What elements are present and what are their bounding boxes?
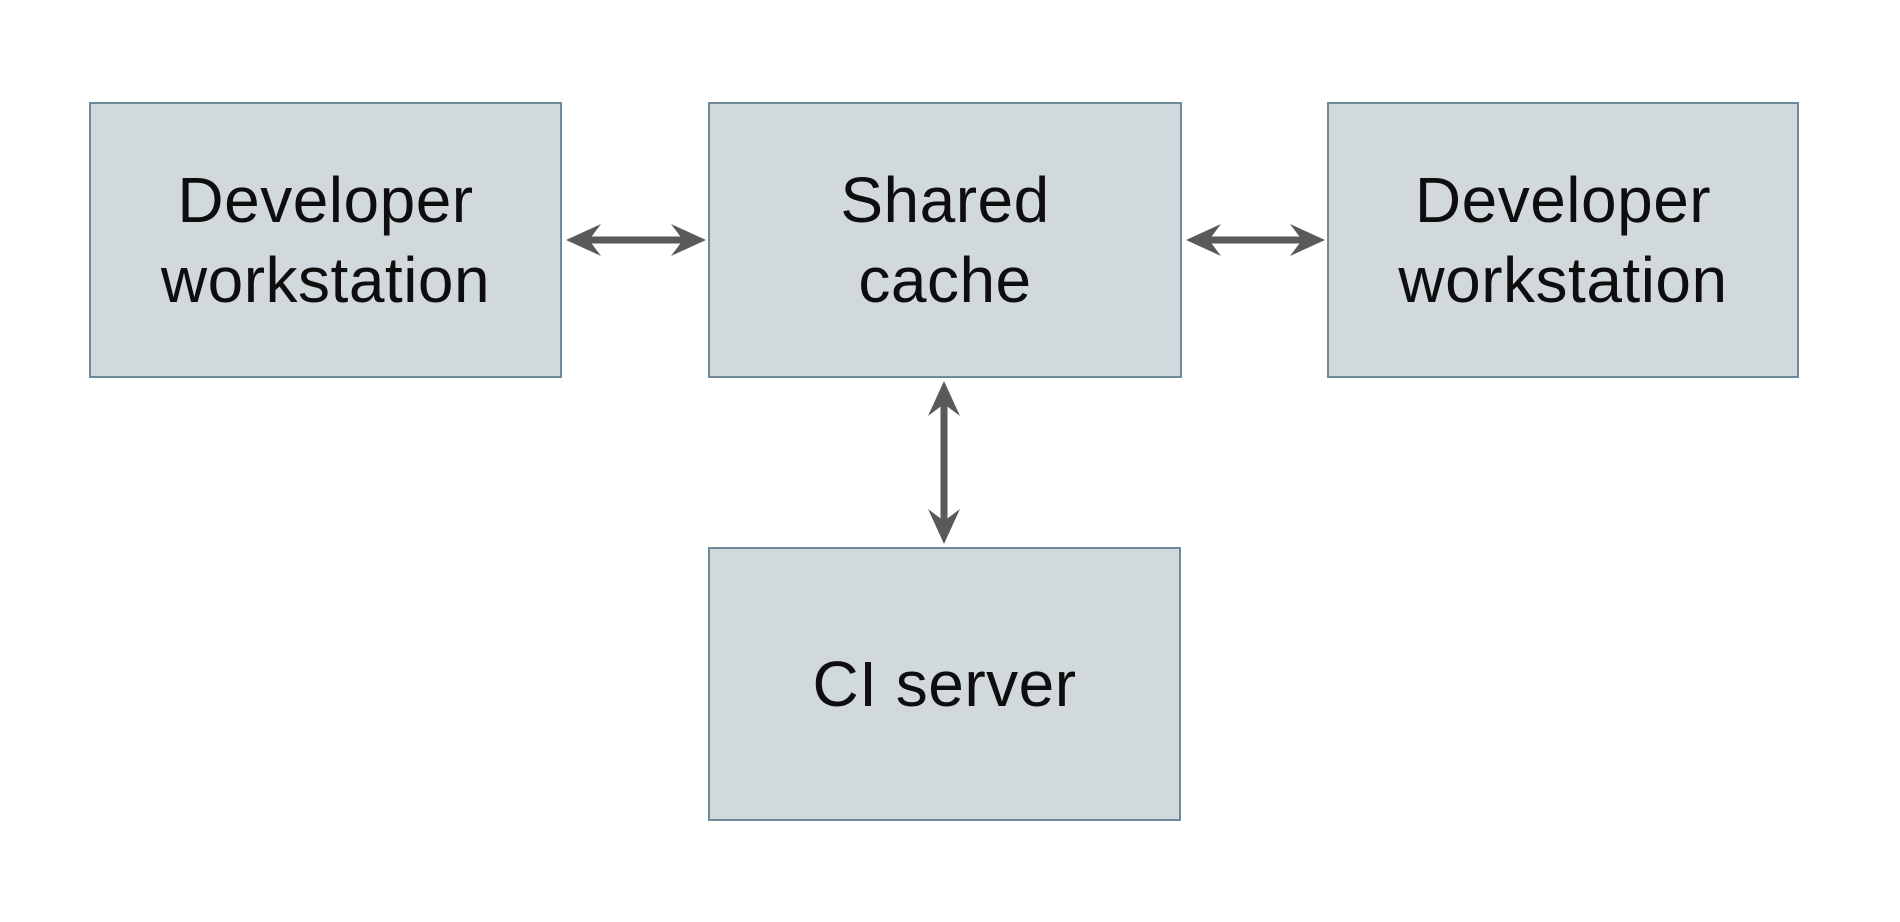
node-developer-workstation-left: Developer workstation <box>89 102 562 378</box>
node-shared-cache-label: Shared cache <box>840 164 1050 316</box>
arrow-cache-ci-server <box>928 381 960 544</box>
node-developer-workstation-left-label: Developer workstation <box>160 164 491 316</box>
node-developer-workstation-right-label: Developer workstation <box>1398 164 1728 316</box>
node-developer-workstation-right: Developer workstation <box>1327 102 1799 378</box>
node-ci-server: CI server <box>708 547 1181 821</box>
arrow-left-workstation-cache <box>566 224 706 256</box>
arrow-cache-right-workstation <box>1186 224 1325 256</box>
node-ci-server-label: CI server <box>812 648 1077 720</box>
node-shared-cache: Shared cache <box>708 102 1182 378</box>
